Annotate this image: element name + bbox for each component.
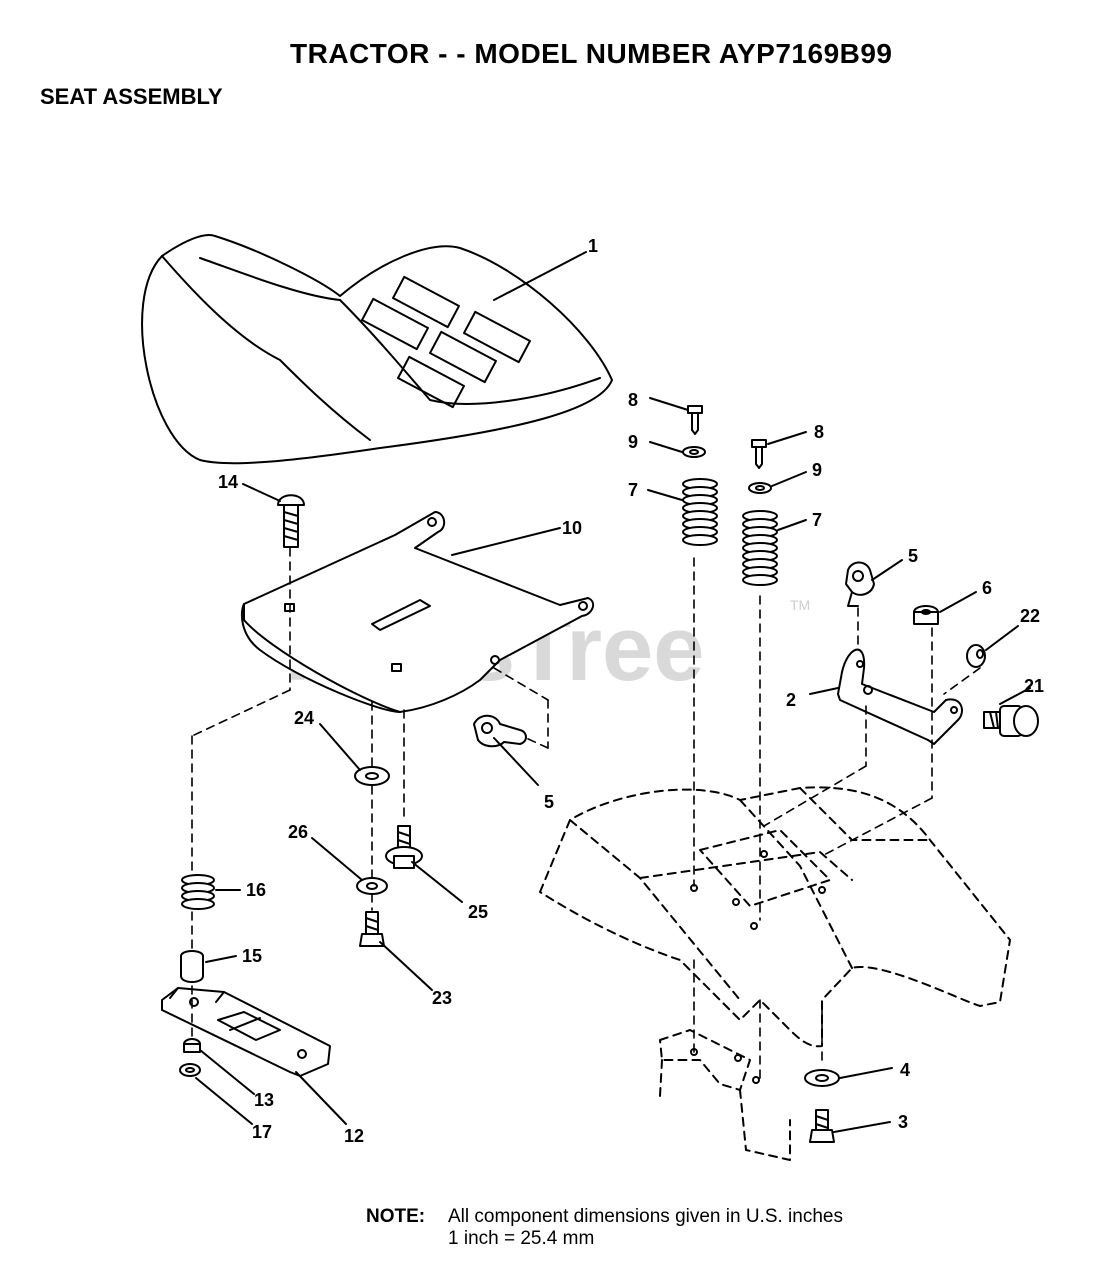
washer-part-9-right[interactable] (748, 471, 807, 494)
note-label: NOTE: (366, 1206, 426, 1227)
locknut-part-17[interactable] (179, 1063, 253, 1125)
nut-part-13[interactable] (183, 1038, 255, 1095)
bracket-part-2[interactable] (809, 648, 963, 745)
spring-part-16[interactable] (181, 874, 241, 910)
callout-1: 1 (588, 236, 598, 256)
spring-part-7-left[interactable] (647, 478, 718, 546)
carriage-bolt-part-14[interactable] (242, 483, 305, 548)
section-subtitle: SEAT ASSEMBLY (40, 84, 223, 109)
leader-line-12 (295, 1071, 347, 1125)
callout-9-right: 9 (812, 460, 822, 480)
screw-part-8-left[interactable] (649, 397, 703, 435)
body-mounting-holes (690, 850, 826, 1084)
leader-line-15 (205, 955, 237, 963)
spacer-part-22[interactable] (966, 625, 1019, 668)
leader-line-24 (319, 723, 361, 771)
bracket-plate-part-12[interactable] (161, 987, 347, 1125)
callout-22: 22 (1020, 606, 1040, 626)
leader-line-9-right (771, 471, 807, 487)
leader-line-13 (199, 1049, 255, 1095)
washer-part-24[interactable] (319, 723, 390, 786)
callout-25: 25 (468, 902, 488, 922)
leader-line-9-left (649, 441, 683, 453)
callout-17: 17 (252, 1122, 272, 1142)
washer-part-26[interactable] (311, 837, 388, 895)
leader-line-26 (311, 837, 363, 881)
leader-line-8-right (767, 431, 807, 445)
leader-line-17 (195, 1077, 253, 1125)
leader-line-7-right (777, 519, 807, 531)
hex-bolt-part-23[interactable] (359, 911, 433, 991)
callout-5-upper: 5 (908, 546, 918, 566)
callout-9-left: 9 (628, 432, 638, 452)
spring-part-7-right[interactable] (742, 510, 807, 586)
callout-3: 3 (898, 1112, 908, 1132)
seat-pan-part-10[interactable] (241, 511, 595, 713)
watermark-trademark: TM (790, 597, 810, 613)
leader-line-25 (411, 861, 463, 903)
callout-8-left: 8 (628, 390, 638, 410)
callout-7-right: 7 (812, 510, 822, 530)
seat-part-1[interactable] (141, 234, 613, 465)
leader-line-21 (999, 687, 1031, 705)
nut-part-6[interactable] (913, 591, 977, 625)
page-title: TRACTOR - - MODEL NUMBER AYP7169B99 (290, 38, 893, 69)
leader-line-8-left (649, 397, 689, 411)
washer-part-4[interactable] (804, 1067, 893, 1087)
shoulder-bolt-part-25[interactable] (385, 825, 463, 903)
leader-line-3 (833, 1121, 891, 1133)
spacer-part-15[interactable] (180, 950, 237, 983)
screw-part-8-right[interactable] (751, 431, 807, 469)
leader-line-2 (809, 687, 839, 695)
leader-line-5-lower (493, 737, 539, 786)
leader-line-10 (451, 527, 561, 556)
clip-part-5-lower[interactable] (473, 714, 539, 786)
assembly-guide-lines (191, 547, 981, 1081)
leader-line-1 (493, 251, 587, 301)
callout-16: 16 (246, 880, 266, 900)
washer-part-9-left[interactable] (649, 441, 706, 458)
callout-6: 6 (982, 578, 992, 598)
callout-13: 13 (254, 1090, 274, 1110)
note-line-1: All component dimensions given in U.S. i… (448, 1206, 843, 1227)
callout-14: 14 (218, 472, 238, 492)
callout-26: 26 (288, 822, 308, 842)
leader-line-7-left (647, 489, 683, 501)
clip-part-5-upper[interactable] (845, 559, 903, 607)
callout-2: 2 (786, 690, 796, 710)
callout-4: 4 (900, 1060, 910, 1080)
tractor-body-phantom (539, 786, 1011, 1161)
callout-12: 12 (344, 1126, 364, 1146)
hex-bolt-part-3[interactable] (809, 1109, 891, 1143)
callout-23: 23 (432, 988, 452, 1008)
callout-labels: 1 8 8 9 9 7 7 14 10 5 6 22 2 21 24 5 26 … (218, 236, 1044, 1146)
callout-21: 21 (1024, 676, 1044, 696)
leader-line-14 (242, 483, 281, 502)
leader-line-6 (939, 591, 977, 613)
callout-5-lower: 5 (544, 792, 554, 812)
leader-line-22 (985, 625, 1019, 651)
callout-8-right: 8 (814, 422, 824, 442)
leader-line-23 (379, 941, 433, 991)
dimension-note: NOTE: All component dimensions given in U… (366, 1206, 843, 1250)
shoulder-bolt-part-21[interactable] (983, 687, 1039, 737)
note-line-2: 1 inch = 25.4 mm (448, 1228, 595, 1249)
leader-line-4 (839, 1067, 893, 1079)
callout-7-left: 7 (628, 480, 638, 500)
callout-10: 10 (562, 518, 582, 538)
callout-15: 15 (242, 946, 262, 966)
note-text: All component dimensions given in U.S. i… (448, 1206, 843, 1250)
callout-24: 24 (294, 708, 314, 728)
leader-line-5-upper (871, 559, 903, 581)
